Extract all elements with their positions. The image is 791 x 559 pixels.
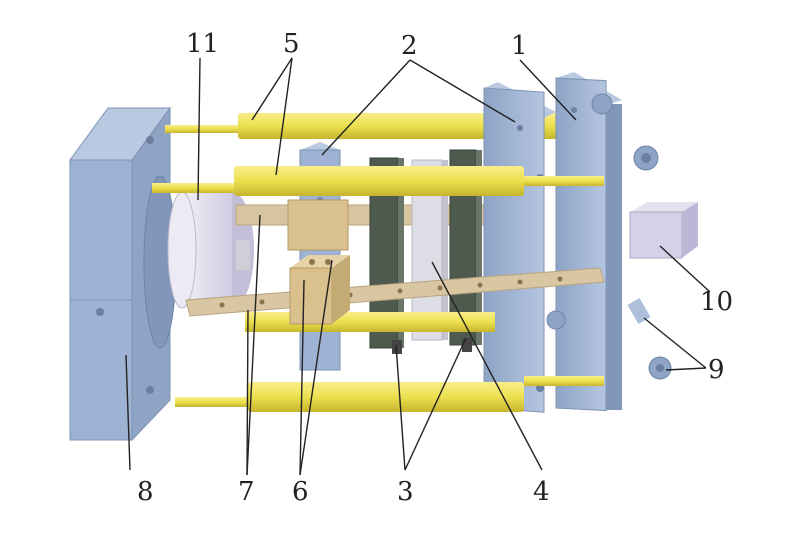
leader-5a [251, 57, 293, 121]
leader-7a [246, 309, 249, 476]
leader-11 [197, 57, 201, 201]
label-2: 2 [401, 31, 418, 61]
leader-9b [665, 367, 707, 371]
rail-back [235, 204, 487, 226]
label-3: 3 [397, 477, 414, 507]
leader-1 [519, 59, 577, 121]
label-10: 10 [700, 287, 733, 317]
label-11: 11 [186, 29, 219, 59]
leader-5b [275, 57, 293, 176]
leader-6a [299, 279, 305, 476]
left-housing-part-8 [69, 106, 177, 442]
gear-block [287, 199, 349, 251]
leader-7b [246, 214, 261, 476]
label-9: 9 [708, 355, 725, 385]
leader-lines [125, 57, 711, 476]
nuts-part-9 [546, 93, 672, 380]
rod-upper-front [152, 166, 604, 196]
end-plate [555, 72, 622, 412]
label-8: 8 [137, 477, 154, 507]
leader-6b [299, 259, 333, 476]
shaft-part-10 [629, 202, 698, 259]
leader-4 [431, 261, 543, 471]
label-6: 6 [292, 477, 309, 507]
leader-9a [643, 317, 707, 369]
leader-10 [659, 245, 711, 293]
label-7: 7 [238, 477, 255, 507]
leader-8 [125, 354, 131, 471]
rod-lower-back [245, 312, 495, 332]
leader-3a [395, 344, 406, 471]
label-1: 1 [511, 31, 528, 61]
leader-2b [409, 59, 516, 123]
slider-part-6 [289, 255, 350, 325]
leader-3b [404, 337, 467, 471]
leader-2a [321, 59, 411, 156]
label-4: 4 [533, 477, 550, 507]
label-5: 5 [283, 29, 300, 59]
rod-lower-front [175, 376, 604, 412]
